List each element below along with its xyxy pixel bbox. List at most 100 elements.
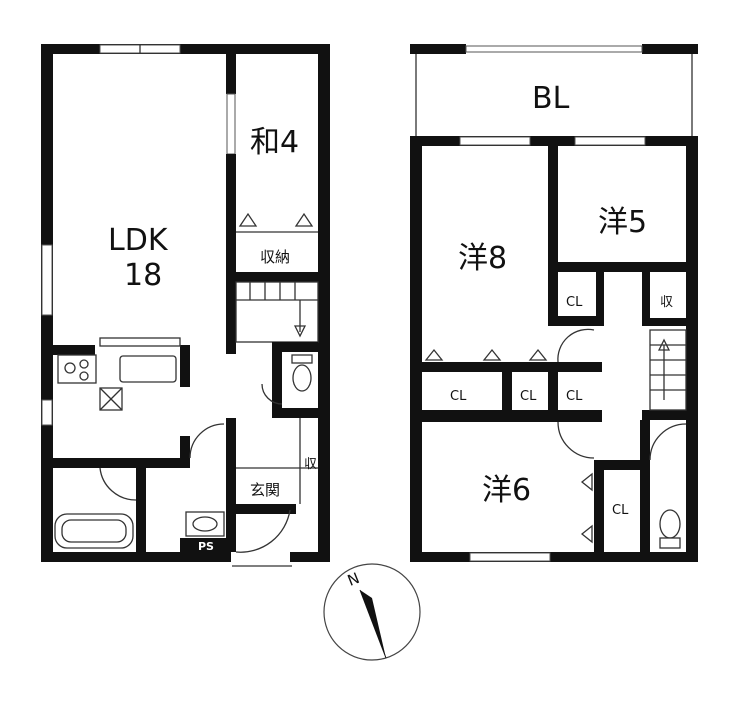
door-swing bbox=[649, 423, 687, 461]
wall bbox=[236, 272, 318, 282]
hood-cross bbox=[99, 387, 123, 411]
door-swing bbox=[261, 383, 283, 405]
stair-arrow-head bbox=[293, 325, 307, 338]
sink-icon bbox=[119, 355, 177, 383]
wall bbox=[640, 420, 650, 552]
washitsu-label: 和4 bbox=[250, 125, 299, 160]
wall bbox=[548, 146, 558, 326]
closet-label: CL bbox=[566, 295, 583, 310]
wall bbox=[686, 136, 698, 562]
ldk-size: 18 bbox=[124, 258, 162, 293]
wall bbox=[290, 552, 330, 562]
entrance-label: 玄関 bbox=[250, 481, 280, 499]
hinge-mark bbox=[424, 348, 444, 361]
wall bbox=[53, 345, 95, 355]
stove-icon bbox=[57, 354, 97, 384]
wall bbox=[410, 136, 422, 562]
burner bbox=[64, 362, 76, 374]
closet-label: CL bbox=[566, 389, 583, 404]
compass-needle-axis bbox=[359, 589, 387, 659]
window bbox=[41, 399, 53, 426]
wall bbox=[548, 362, 558, 414]
wall bbox=[226, 418, 236, 552]
wall bbox=[180, 436, 190, 468]
hinge-mark bbox=[238, 212, 258, 227]
wall bbox=[596, 272, 604, 326]
wall bbox=[410, 136, 698, 146]
toilet-icon bbox=[292, 364, 312, 392]
wall bbox=[548, 316, 604, 326]
wall bbox=[272, 352, 282, 412]
floor-1-plan: PS LDK 18 和4 収納 玄関 収 bbox=[41, 44, 330, 567]
wall bbox=[410, 44, 466, 54]
wall bbox=[558, 262, 686, 272]
range-hood bbox=[99, 387, 123, 411]
wall bbox=[180, 345, 190, 387]
door-swing bbox=[99, 467, 137, 501]
storage-label: 収 bbox=[660, 295, 673, 310]
hinge-mark bbox=[580, 472, 593, 492]
window bbox=[226, 93, 236, 155]
ldk-label: LDK bbox=[108, 223, 169, 258]
window bbox=[459, 136, 531, 146]
wall bbox=[136, 468, 146, 552]
wall bbox=[272, 408, 318, 418]
room6-label: 洋6 bbox=[482, 473, 531, 508]
staircase bbox=[649, 329, 687, 411]
burner bbox=[79, 371, 89, 381]
door-swing bbox=[235, 509, 291, 553]
hinge-mark bbox=[580, 524, 593, 544]
shoe-storage-label: 収 bbox=[304, 457, 317, 472]
washbasin-icon bbox=[185, 511, 225, 537]
wall bbox=[642, 318, 686, 326]
burner bbox=[79, 359, 89, 369]
ps-label: PS bbox=[198, 540, 214, 553]
bathtub-icon bbox=[54, 513, 134, 549]
door-swing bbox=[557, 421, 595, 459]
toilet-icon bbox=[659, 509, 681, 539]
room8-label: 洋8 bbox=[458, 241, 507, 276]
staircase bbox=[235, 281, 319, 343]
bathtub-inner bbox=[61, 519, 127, 543]
washbasin-bowl bbox=[192, 516, 218, 532]
wall bbox=[410, 552, 698, 562]
wall bbox=[642, 272, 650, 326]
stair-arrow-head bbox=[657, 338, 671, 351]
wall bbox=[642, 410, 686, 420]
wall bbox=[422, 410, 602, 422]
window bbox=[41, 244, 53, 316]
hinge-mark bbox=[482, 348, 502, 361]
wall bbox=[53, 458, 190, 468]
window bbox=[574, 136, 646, 146]
hinge-mark bbox=[528, 348, 548, 361]
storage-label: 収納 bbox=[260, 248, 290, 266]
wall bbox=[236, 504, 296, 514]
balcony-label: BL bbox=[532, 81, 570, 116]
wall bbox=[594, 460, 604, 552]
room5-label: 洋5 bbox=[598, 205, 647, 240]
window bbox=[469, 552, 551, 562]
wall bbox=[226, 54, 236, 94]
wall bbox=[41, 44, 330, 54]
wall bbox=[41, 552, 231, 562]
hinge-mark bbox=[294, 212, 314, 227]
door-swing bbox=[557, 328, 595, 363]
wall bbox=[502, 362, 512, 414]
toilet-tank bbox=[291, 354, 313, 364]
closet-label: CL bbox=[520, 389, 537, 404]
counter-hood bbox=[99, 337, 181, 347]
wall bbox=[594, 460, 644, 470]
compass: N bbox=[323, 563, 421, 661]
door-swing bbox=[189, 423, 225, 459]
wall bbox=[642, 44, 698, 54]
balcony-rail bbox=[465, 45, 643, 53]
ps-shaft bbox=[180, 538, 230, 552]
closet-label: CL bbox=[612, 503, 629, 518]
floor-2-plan: BL 洋8 洋5 洋6 CL CL CL CL CL 収 bbox=[410, 44, 698, 562]
closet-label: CL bbox=[450, 389, 467, 404]
wall bbox=[272, 342, 318, 352]
wall bbox=[318, 44, 330, 562]
toilet-tank bbox=[659, 537, 681, 549]
wall bbox=[226, 154, 236, 354]
